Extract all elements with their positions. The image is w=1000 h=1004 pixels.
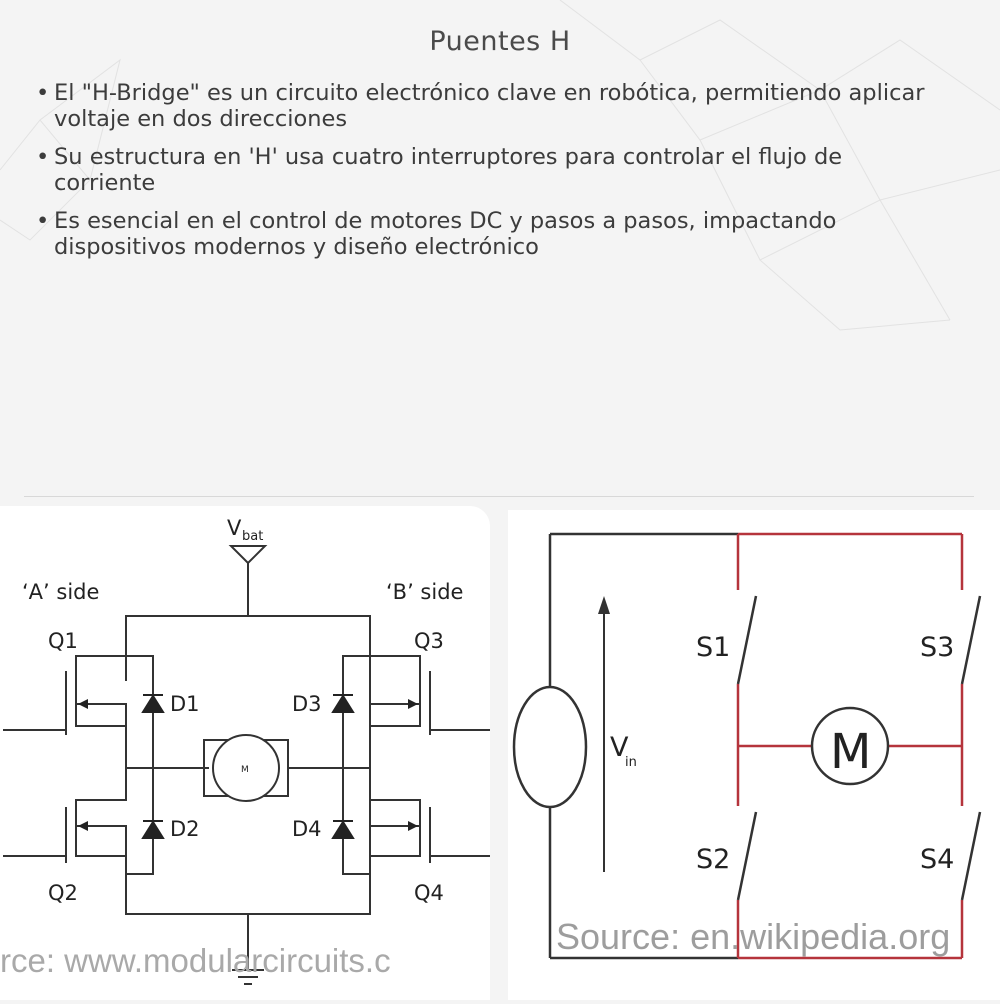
q2-label: Q2 <box>48 881 78 905</box>
side-b-label: ‘B’ side <box>386 580 463 604</box>
vbat-subscript: bat <box>242 529 263 544</box>
mosfet-h-bridge-diagram: V bat ‘A’ side ‘B’ side Q1 Q2 Q3 Q4 D1 D… <box>0 506 491 1000</box>
arrow-icon <box>408 821 418 831</box>
bullet-item: El "H-Bridge" es un circuito electrónico… <box>36 80 936 132</box>
diode-d3-icon <box>331 694 355 713</box>
vbat-supply-symbol <box>228 545 268 565</box>
motor-label: M <box>830 724 871 780</box>
s4-label: S4 <box>920 844 954 875</box>
side-a-label: ‘A’ side <box>22 580 99 604</box>
switch-s4-icon <box>960 811 982 901</box>
slide-title: Puentes H <box>429 26 571 57</box>
switch-s1-icon <box>736 595 758 685</box>
s3-label: S3 <box>920 632 954 663</box>
diode-d1-icon <box>141 694 165 713</box>
d3-label: D3 <box>292 692 322 716</box>
vin-label: V <box>610 732 629 763</box>
q3-label: Q3 <box>414 629 444 653</box>
bullet-item: Su estructura en 'H' usa cuatro interrup… <box>36 144 936 196</box>
source-watermark: rce: www.modularcircuits.c <box>0 942 391 979</box>
source-watermark: Source: en.wikipedia.org <box>556 916 951 957</box>
arrow-icon <box>408 699 418 709</box>
d2-label: D2 <box>170 817 200 841</box>
s1-label: S1 <box>696 632 730 663</box>
motor-icon <box>212 734 280 802</box>
motor-icon <box>810 706 890 786</box>
q1-label: Q1 <box>48 629 78 653</box>
divider <box>24 496 974 497</box>
arrow-icon <box>78 821 88 831</box>
switch-h-bridge-diagram: M S1 S3 S2 S4 V in Source: en.wikipedia.… <box>508 510 1000 1000</box>
q4-label: Q4 <box>414 881 444 905</box>
diode-d4-icon <box>331 820 355 839</box>
d1-label: D1 <box>170 692 200 716</box>
voltage-source-icon <box>512 685 588 809</box>
bullet-list: El "H-Bridge" es un circuito electrónico… <box>36 80 936 272</box>
diode-d2-icon <box>141 820 165 839</box>
vin-arrow-icon <box>598 596 610 614</box>
switch-s2-icon <box>736 811 758 901</box>
switch-s3-icon <box>960 595 982 685</box>
s2-label: S2 <box>696 844 730 875</box>
motor-label: M <box>241 765 249 775</box>
d4-label: D4 <box>292 817 322 841</box>
bullet-item: Es esencial en el control de motores DC … <box>36 208 936 260</box>
arrow-icon <box>78 699 88 709</box>
vin-subscript: in <box>625 755 637 770</box>
vbat-label: V <box>227 516 242 540</box>
